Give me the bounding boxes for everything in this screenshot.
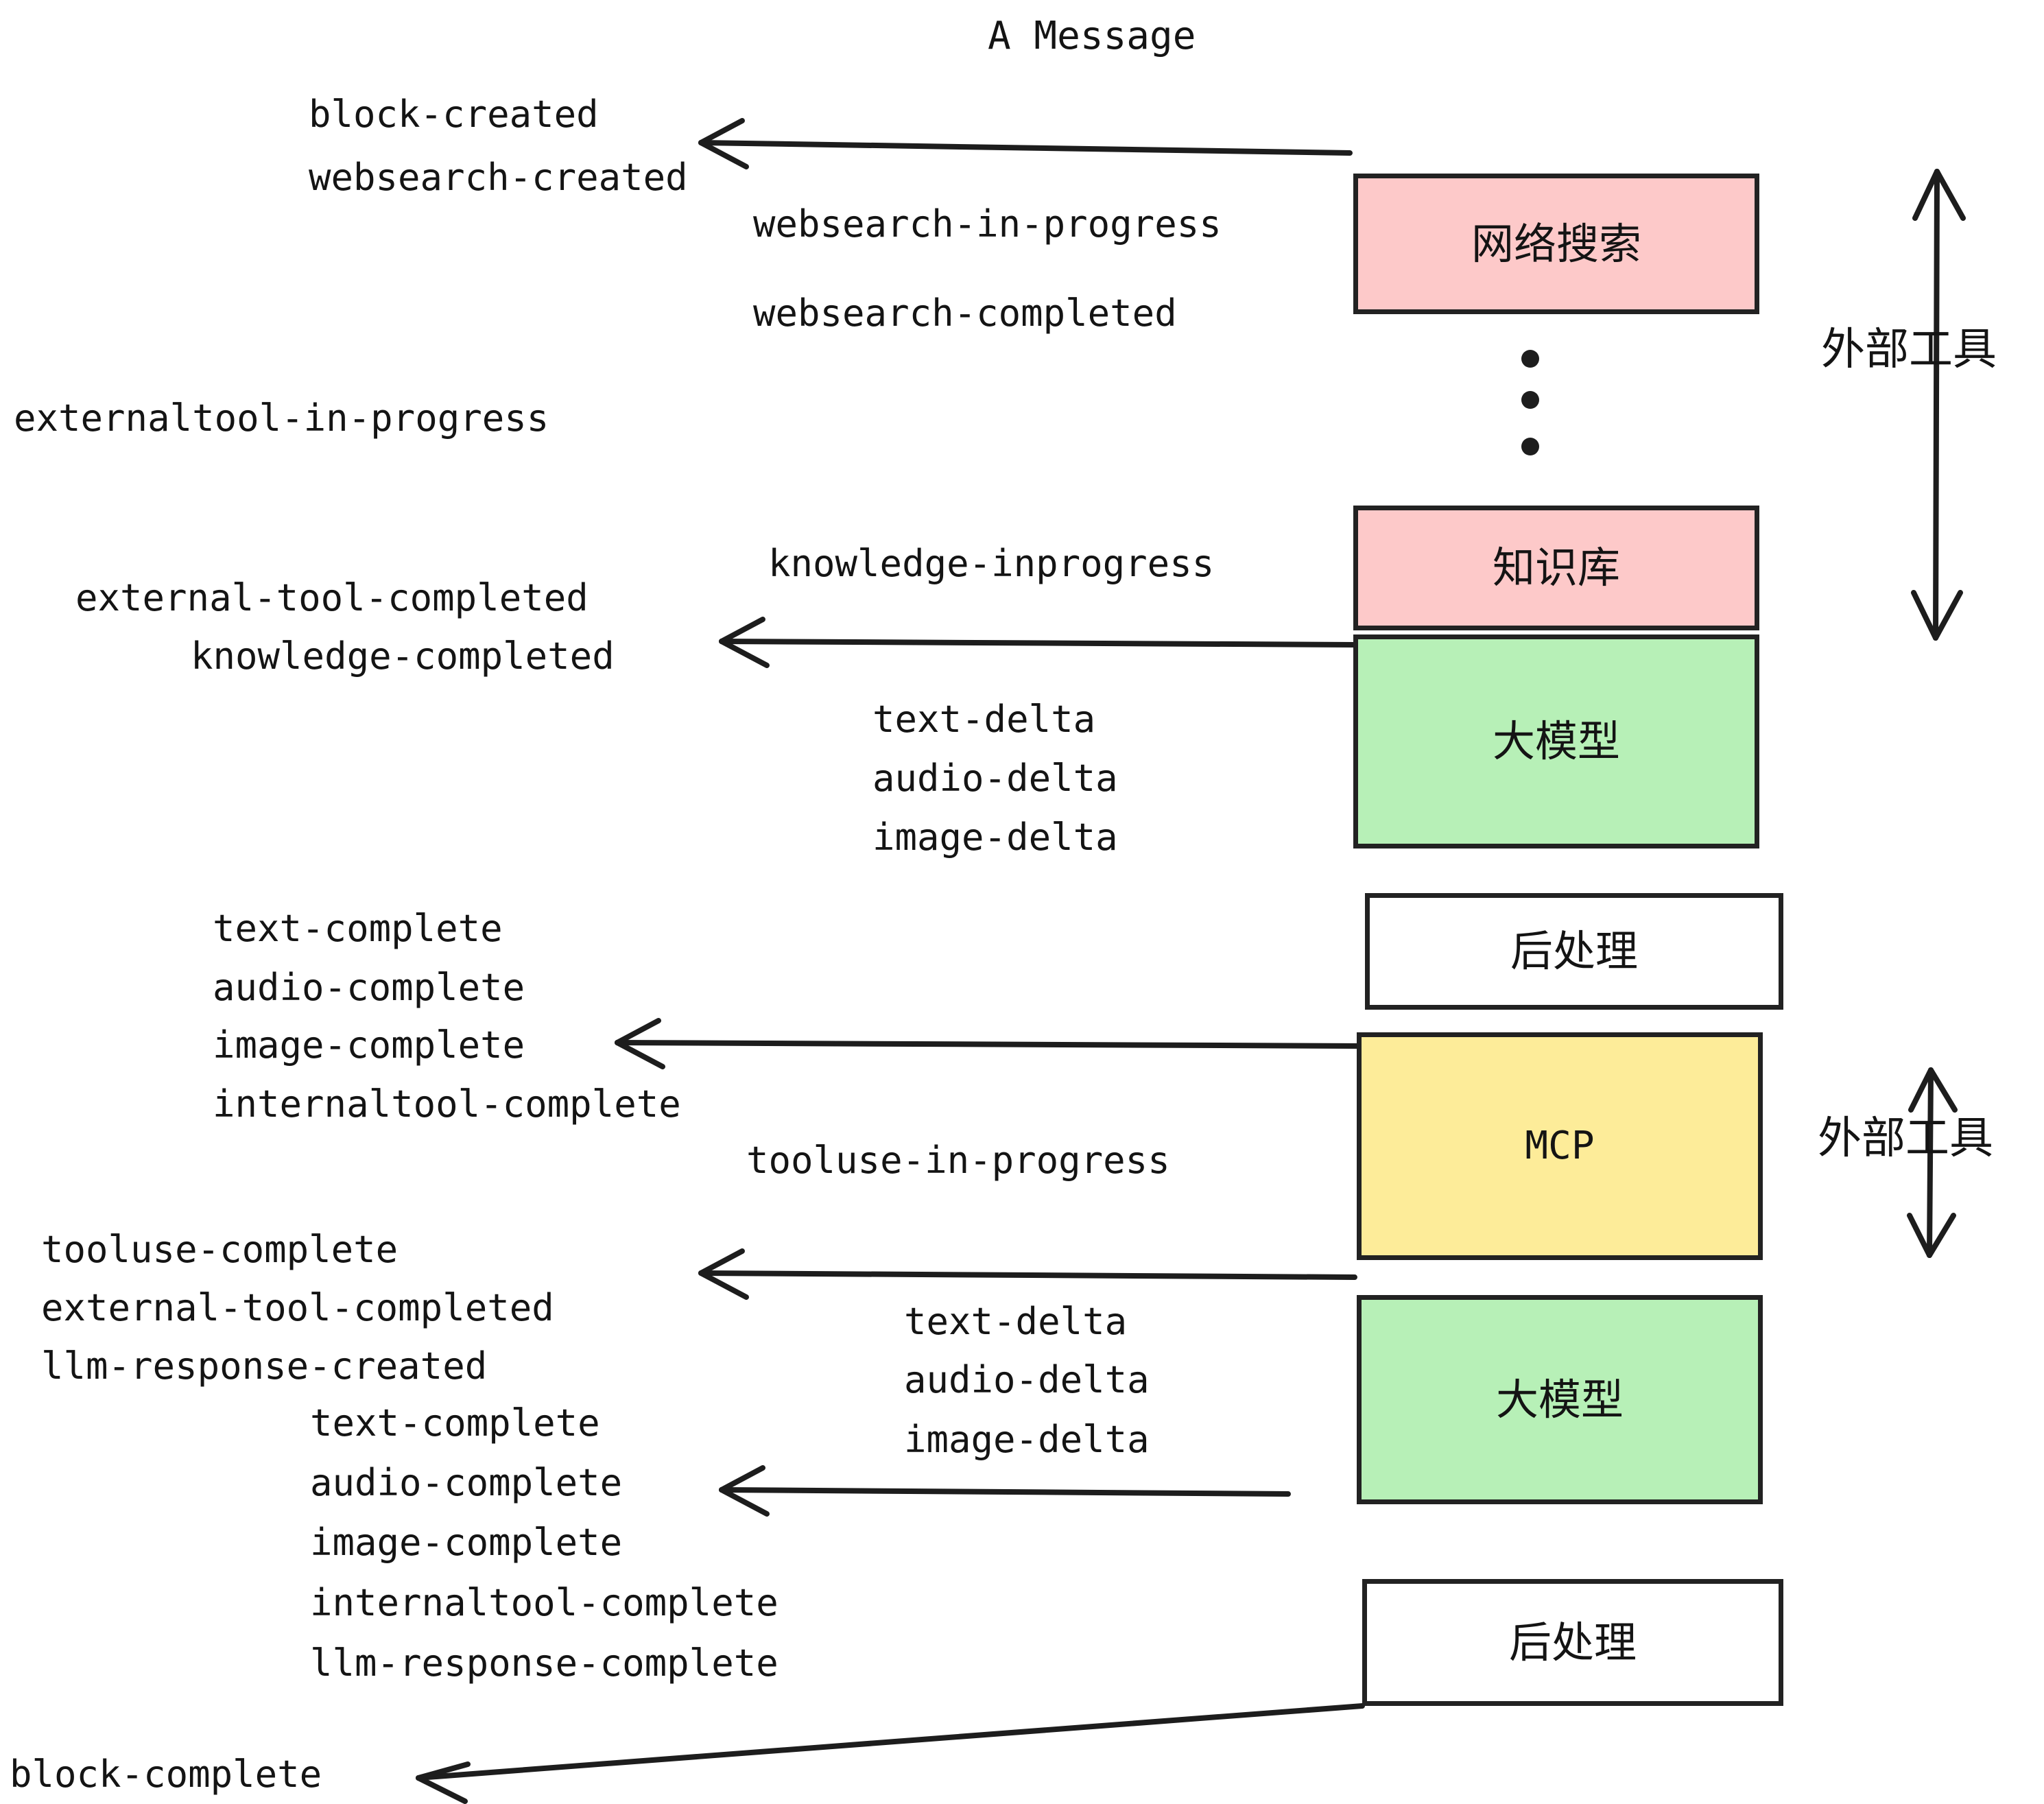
- box-post-processing-top[interactable]: 后处理: [1365, 893, 1783, 1010]
- event-internaltool-complete-2: internaltool-complete: [310, 1581, 779, 1624]
- event-audio-delta-2: audio-delta: [904, 1358, 1150, 1401]
- arrow-external-tools-top: [1933, 169, 1940, 641]
- arrow-websearch-to-left: [698, 140, 1353, 156]
- event-external-tool-completed-2: external-tool-completed: [41, 1286, 554, 1329]
- box-llm-top[interactable]: 大模型: [1353, 634, 1759, 848]
- arrow-post-top-to-left: [615, 1040, 1366, 1049]
- ellipsis-dot: [1521, 391, 1539, 409]
- event-image-complete-2: image-complete: [310, 1521, 623, 1564]
- arrow-knowledge-to-left: [719, 639, 1357, 648]
- box-knowledge[interactable]: 知识库: [1353, 506, 1759, 630]
- event-websearch-created: websearch-created: [309, 156, 688, 199]
- box-post-processing-top-label: 后处理: [1510, 926, 1638, 976]
- box-post-processing-bottom-label: 后处理: [1508, 1617, 1637, 1667]
- arrow-llm-bottom-to-left: [719, 1487, 1291, 1497]
- box-websearch-label: 网络搜索: [1471, 218, 1641, 269]
- box-llm-bottom[interactable]: 大模型: [1357, 1295, 1763, 1504]
- box-mcp-label: MCP: [1525, 1124, 1595, 1168]
- box-llm-top-label: 大模型: [1492, 716, 1620, 766]
- event-websearch-in-progress: websearch-in-progress: [753, 202, 1222, 246]
- event-audio-delta-1: audio-delta: [872, 757, 1118, 800]
- page-title: A Message: [988, 14, 1196, 58]
- event-text-delta-1: text-delta: [872, 698, 1096, 741]
- event-knowledge-completed: knowledge-completed: [191, 634, 615, 678]
- ellipsis-dot: [1521, 350, 1539, 368]
- event-audio-complete-1: audio-complete: [213, 966, 525, 1009]
- event-image-delta-2: image-delta: [904, 1418, 1150, 1461]
- event-llm-response-created: llm-response-created: [41, 1344, 488, 1388]
- external-tools-label-top: 外部工具: [1821, 324, 1997, 375]
- external-tools-label-bottom: 外部工具: [1818, 1113, 1993, 1164]
- event-websearch-completed: websearch-completed: [753, 292, 1177, 335]
- event-text-complete-2: text-complete: [310, 1401, 600, 1445]
- event-tooluse-in-progress: tooluse-in-progress: [746, 1139, 1170, 1182]
- arrow-post-bottom-to-left: [416, 1703, 1365, 1781]
- event-tooluse-complete: tooluse-complete: [41, 1228, 399, 1271]
- event-audio-complete-2: audio-complete: [310, 1461, 623, 1504]
- event-text-complete-1: text-complete: [213, 907, 503, 950]
- event-image-complete-1: image-complete: [213, 1023, 525, 1067]
- event-externaltool-in-progress: externaltool-in-progress: [14, 396, 549, 440]
- event-text-delta-2: text-delta: [904, 1300, 1128, 1343]
- event-block-complete: block-complete: [10, 1753, 322, 1796]
- event-block-created: block-created: [309, 93, 599, 136]
- event-llm-response-complete: llm-response-complete: [310, 1641, 779, 1685]
- box-post-processing-bottom[interactable]: 后处理: [1362, 1579, 1783, 1706]
- ellipsis-dot: [1521, 438, 1539, 455]
- event-image-delta-1: image-delta: [872, 816, 1118, 859]
- box-knowledge-label: 知识库: [1492, 543, 1620, 593]
- box-mcp[interactable]: MCP: [1357, 1032, 1763, 1260]
- box-websearch[interactable]: 网络搜索: [1353, 174, 1759, 314]
- event-external-tool-completed-1: external-tool-completed: [75, 576, 589, 619]
- event-knowledge-inprogress: knowledge-inprogress: [768, 542, 1215, 585]
- arrow-mcp-to-left: [698, 1270, 1357, 1280]
- box-llm-bottom-label: 大模型: [1495, 1374, 1624, 1425]
- event-internaltool-complete-1: internaltool-complete: [213, 1082, 681, 1126]
